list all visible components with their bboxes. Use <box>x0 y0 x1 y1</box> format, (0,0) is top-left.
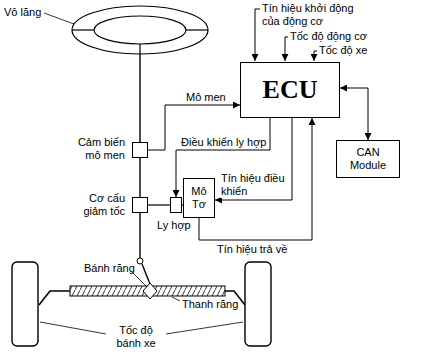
signal-name: Tốc độ động cơ <box>290 30 367 43</box>
motor-box: Mô Tơ <box>183 178 215 218</box>
signal-name: Tín hiệu khởi động của động cơ <box>262 2 374 28</box>
leader-line <box>172 297 180 301</box>
signal-arrow <box>285 37 288 61</box>
node-text: ECU <box>261 76 320 104</box>
signal-label: Tín hiệu trả về <box>216 243 288 256</box>
tie-rod <box>39 291 70 305</box>
leader-line <box>44 13 74 24</box>
node-text: Mô Tơ <box>184 185 214 211</box>
signal-connector <box>215 118 292 200</box>
road-wheel <box>245 262 271 346</box>
signal-arrow <box>314 51 317 61</box>
signal-arrow <box>255 9 260 61</box>
reduction-gear: Cơ cấu giảm tốc <box>132 197 148 213</box>
road-wheel <box>12 262 38 346</box>
part-label: Bánh răng <box>84 262 135 275</box>
leader-line <box>40 322 106 334</box>
leader-line <box>132 272 146 286</box>
motor-shaft <box>148 204 170 205</box>
intermediate-shaft <box>142 264 150 284</box>
leader-line <box>166 322 243 334</box>
universal-joint <box>137 258 143 264</box>
signal-label: Tín hiệu điều khiển <box>220 172 290 198</box>
clutch-box: Ly hợp <box>170 197 182 213</box>
part-label: Ly hợp <box>157 219 191 232</box>
part-label: Tốc độ bánh xe <box>110 324 162 350</box>
signal-name: Tốc độ xe <box>319 44 367 57</box>
node-text: CAN Module <box>337 146 399 172</box>
steering-wheel <box>72 6 208 54</box>
can-module-box: CAN Module <box>336 140 400 178</box>
part-label: Thanh răng <box>182 298 238 311</box>
signal-label: Mô men <box>185 91 227 104</box>
part-label: Cơ cấu giảm tốc <box>75 192 125 218</box>
ecu-box: ECU <box>240 62 340 118</box>
part-label: Cảm biến mô men <box>65 136 125 162</box>
part-label: Vô lăng <box>4 6 41 19</box>
torque-sensor: Cảm biến mô men <box>132 142 148 158</box>
signal-label: Điều khiển ly hợp <box>180 136 267 149</box>
signal-connector <box>340 88 368 140</box>
